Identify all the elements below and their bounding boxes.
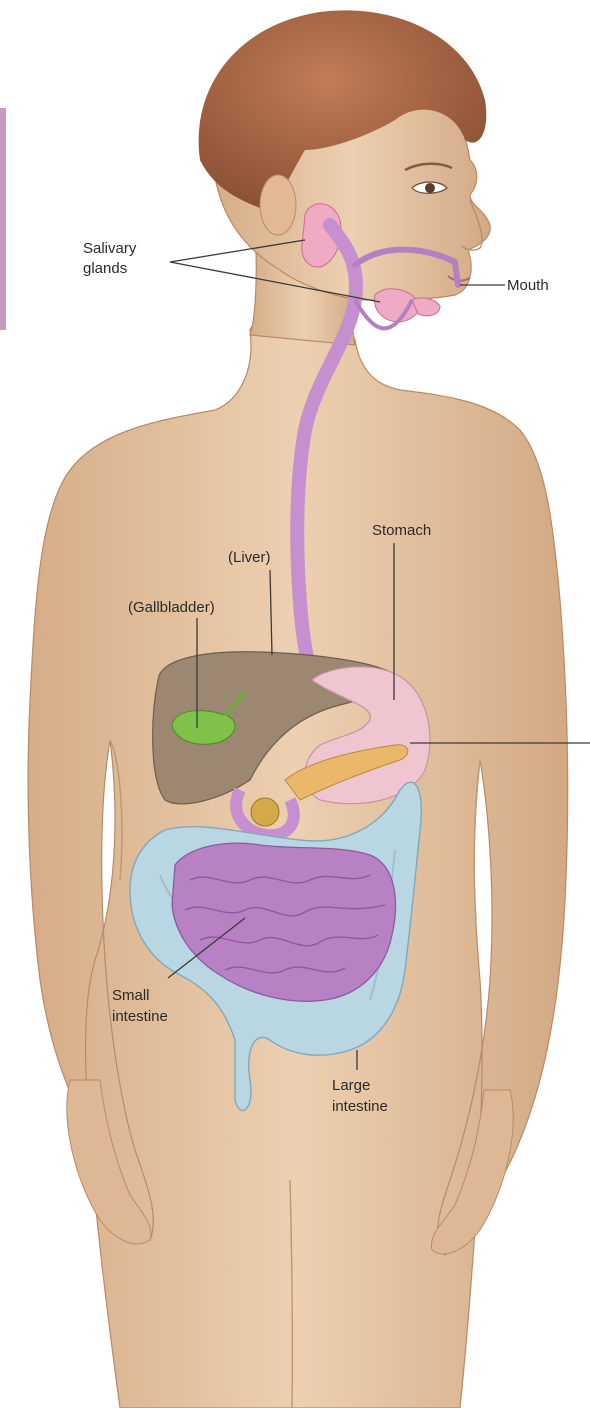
ear bbox=[260, 175, 296, 235]
label-salivary-glands: Salivary glands bbox=[83, 240, 141, 277]
label-gallbladder: (Gallbladder) bbox=[128, 599, 215, 616]
side-accent-bar bbox=[0, 108, 6, 330]
label-stomach: Stomach bbox=[372, 522, 431, 539]
label-liver: (Liver) bbox=[228, 549, 271, 566]
label-mouth: Mouth bbox=[507, 277, 549, 294]
